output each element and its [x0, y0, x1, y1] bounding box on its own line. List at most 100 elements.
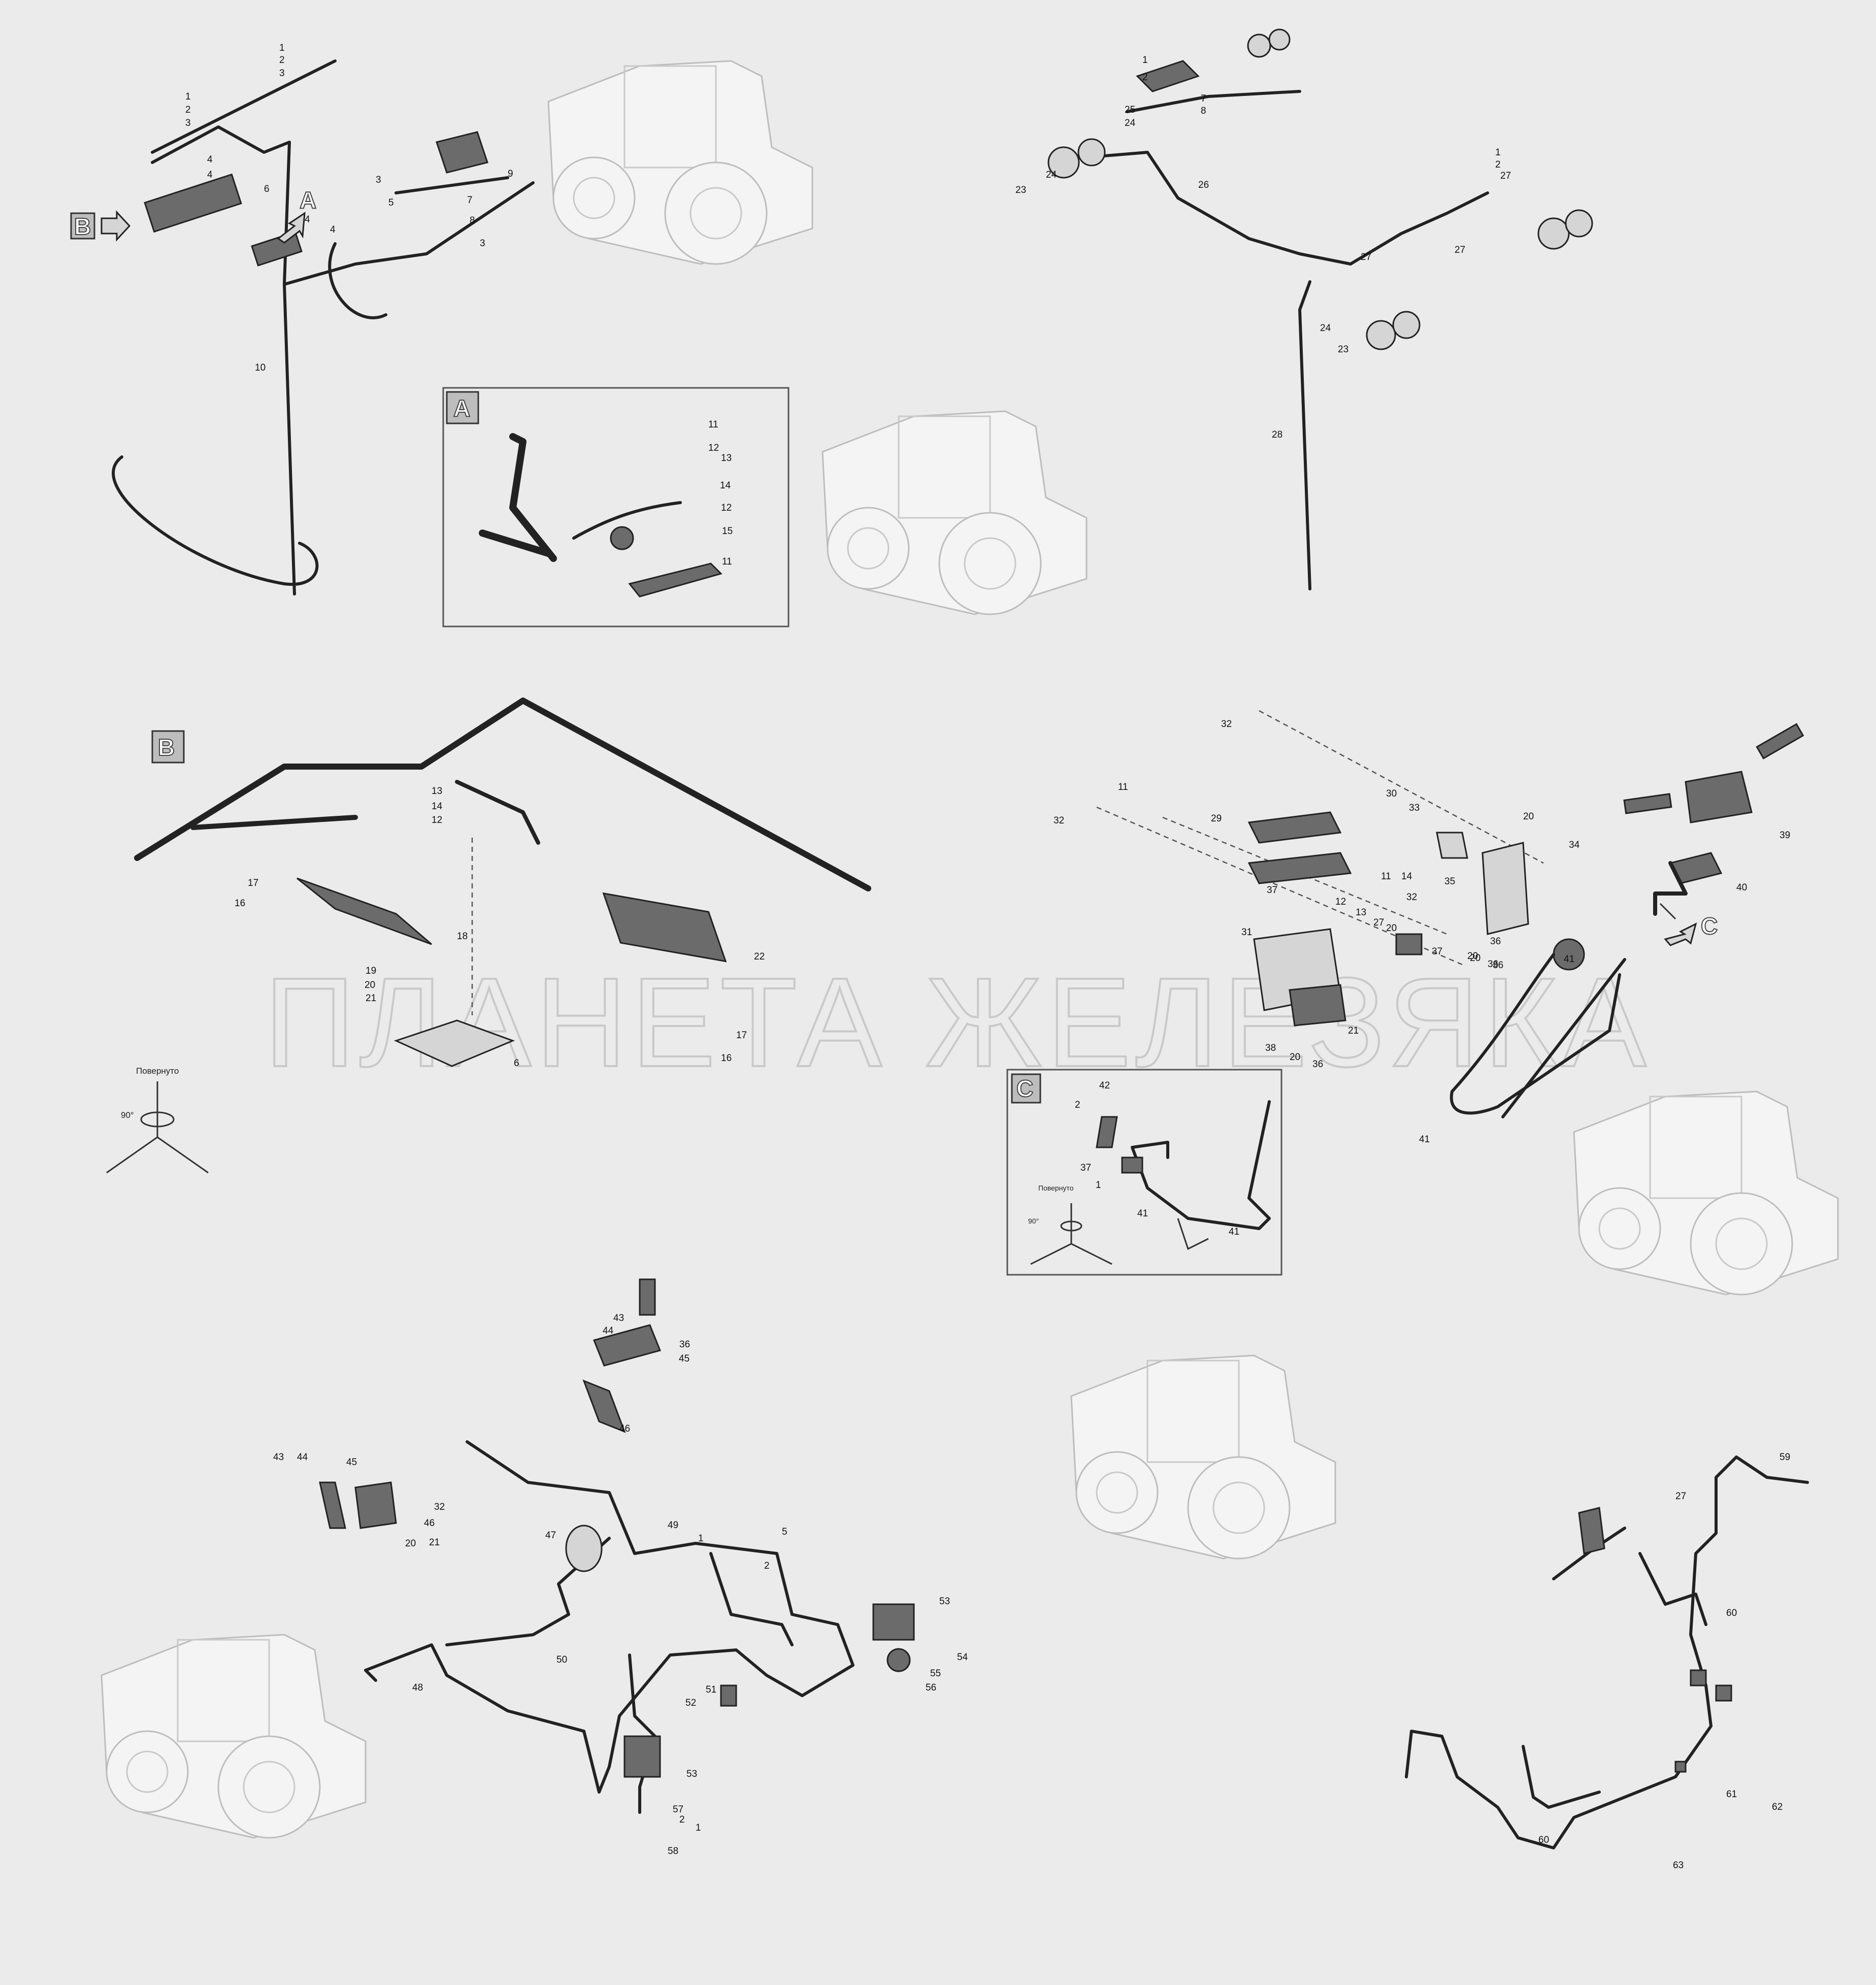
callout-bl-4: 46	[619, 1424, 630, 1434]
callout-b-9: 6	[514, 1058, 519, 1069]
callout-br-5: 60	[1538, 1835, 1549, 1845]
callout-tl-2: 3	[279, 68, 285, 79]
callout-tr-5: 8	[1201, 106, 1206, 116]
callout-br-0: 59	[1780, 1452, 1790, 1463]
callout-tl-7: 4	[207, 170, 213, 180]
callout-a-5: 15	[722, 526, 733, 537]
assembly-mid-right: C	[1096, 710, 1804, 1118]
callout-bl-24: 52	[685, 1698, 696, 1708]
harness-top-left	[112, 59, 535, 596]
callout-bl-28: 1	[696, 1823, 701, 1833]
callout-tl-10: 4	[330, 224, 336, 235]
callout-b-0: 17	[248, 878, 258, 888]
callout-b-3: 14	[432, 801, 443, 812]
callout-tr-15: 23	[1338, 344, 1348, 355]
rotation-indicator: Повернуто 90°	[106, 1066, 209, 1174]
callout-bl-16: 2	[764, 1561, 770, 1571]
callout-c-1: 2	[1075, 1100, 1080, 1110]
callout-br-2: 60	[1726, 1608, 1737, 1618]
callout-tr-9: 1	[1495, 147, 1501, 158]
callout-b-12: 16	[721, 1053, 732, 1064]
callout-a-2: 13	[721, 453, 732, 464]
callout-tl-16: 3	[480, 238, 485, 249]
callout-tr-6: 23	[1015, 185, 1026, 195]
callout-tl-13: 8	[470, 215, 475, 226]
callout-b-1: 16	[235, 898, 245, 909]
callout-br-3: 61	[1726, 1789, 1737, 1800]
callout-bl-15: 5	[782, 1527, 787, 1537]
callout-tl-17: 10	[255, 362, 266, 373]
callout-c-4: 41	[1137, 1208, 1148, 1219]
callout-mr-30: 20	[1470, 953, 1480, 964]
callout-mr-20: 36	[1490, 936, 1501, 947]
callout-mr-7: 32	[1054, 815, 1064, 826]
callout-bl-27: 2	[679, 1814, 685, 1825]
callout-tl-0: 1	[279, 43, 285, 53]
detail-a-label: A	[446, 391, 479, 424]
callout-bl-14: 1	[698, 1533, 704, 1544]
callout-mr-26: 20	[1290, 1052, 1300, 1063]
callout-bl-9: 46	[424, 1518, 435, 1529]
callout-bl-17: 53	[939, 1596, 950, 1607]
callout-tl-4: 2	[185, 105, 191, 115]
callout-tl-1: 2	[279, 55, 285, 65]
callout-tr-13: 27	[1455, 245, 1465, 255]
callout-bl-11: 21	[429, 1537, 440, 1548]
callout-bl-21: 50	[556, 1655, 567, 1665]
callout-a-3: 14	[720, 480, 731, 491]
callout-bl-7: 45	[346, 1457, 357, 1468]
callout-mr-25: 38	[1265, 1043, 1276, 1053]
tractor-ghost-5	[101, 1634, 367, 1839]
svg-text:C: C	[1016, 1075, 1033, 1102]
callout-tl-15: 3	[376, 175, 381, 185]
callout-mr-27: 21	[1348, 1025, 1359, 1036]
detail-c-content: Повернуто 90°	[1028, 1100, 1271, 1265]
detail-a-content	[479, 433, 722, 598]
callout-c-2: 37	[1080, 1163, 1091, 1173]
svg-text:B: B	[158, 734, 175, 760]
callout-mr-19: 20	[1386, 923, 1397, 934]
callout-tr-8: 26	[1198, 180, 1209, 190]
callout-b-11: 17	[736, 1030, 747, 1041]
callout-tr-11: 27	[1500, 171, 1511, 181]
callout-bl-0: 43	[613, 1313, 624, 1324]
callout-mr-13: 32	[1406, 892, 1417, 903]
detail-b-content	[134, 698, 871, 1067]
callout-bl-10: 20	[405, 1538, 416, 1549]
callout-bl-23: 51	[706, 1684, 716, 1695]
callout-mr-12: 14	[1401, 871, 1412, 882]
tractor-ghost-4	[1070, 1354, 1336, 1560]
callout-mr-15: 39	[1780, 830, 1790, 841]
callout-tl-14: 9	[508, 169, 513, 179]
callout-bl-6: 44	[297, 1452, 308, 1463]
callout-mr-23: 20	[1467, 951, 1478, 962]
callout-bl-18: 54	[957, 1652, 968, 1663]
callout-bl-8: 32	[434, 1502, 445, 1512]
callout-mr-22: 36	[1488, 959, 1498, 970]
callout-bl-26: 57	[673, 1804, 683, 1815]
callout-c-5: 41	[1229, 1227, 1239, 1237]
callout-bl-12: 49	[668, 1520, 678, 1531]
callout-mr-14: 35	[1444, 876, 1455, 887]
callout-tl-9: 4	[305, 214, 310, 225]
callout-bl-1: 44	[603, 1326, 614, 1336]
callout-bl-13: 47	[545, 1530, 556, 1541]
svg-text:A: A	[453, 395, 470, 421]
callout-a-1: 12	[708, 443, 719, 453]
callout-mr-28: 36	[1312, 1059, 1323, 1070]
callout-bl-3: 45	[679, 1353, 689, 1364]
callout-tr-10: 2	[1495, 159, 1501, 170]
callout-mr-10: 12	[1335, 897, 1346, 907]
callout-bl-25: 53	[686, 1769, 697, 1779]
callout-tr-0: 1	[1142, 55, 1148, 65]
callout-mr-5: 20	[1523, 811, 1534, 822]
view-marker-b: B	[70, 210, 131, 242]
callout-tl-11: 5	[388, 197, 394, 208]
callout-a-0: 11	[708, 419, 718, 430]
callout-b-5: 18	[457, 931, 468, 942]
callout-c-0: 42	[1099, 1080, 1110, 1091]
callout-mr-24: 41	[1564, 954, 1574, 965]
callout-tl-3: 1	[185, 91, 191, 102]
detail-b-label: B	[151, 730, 185, 764]
